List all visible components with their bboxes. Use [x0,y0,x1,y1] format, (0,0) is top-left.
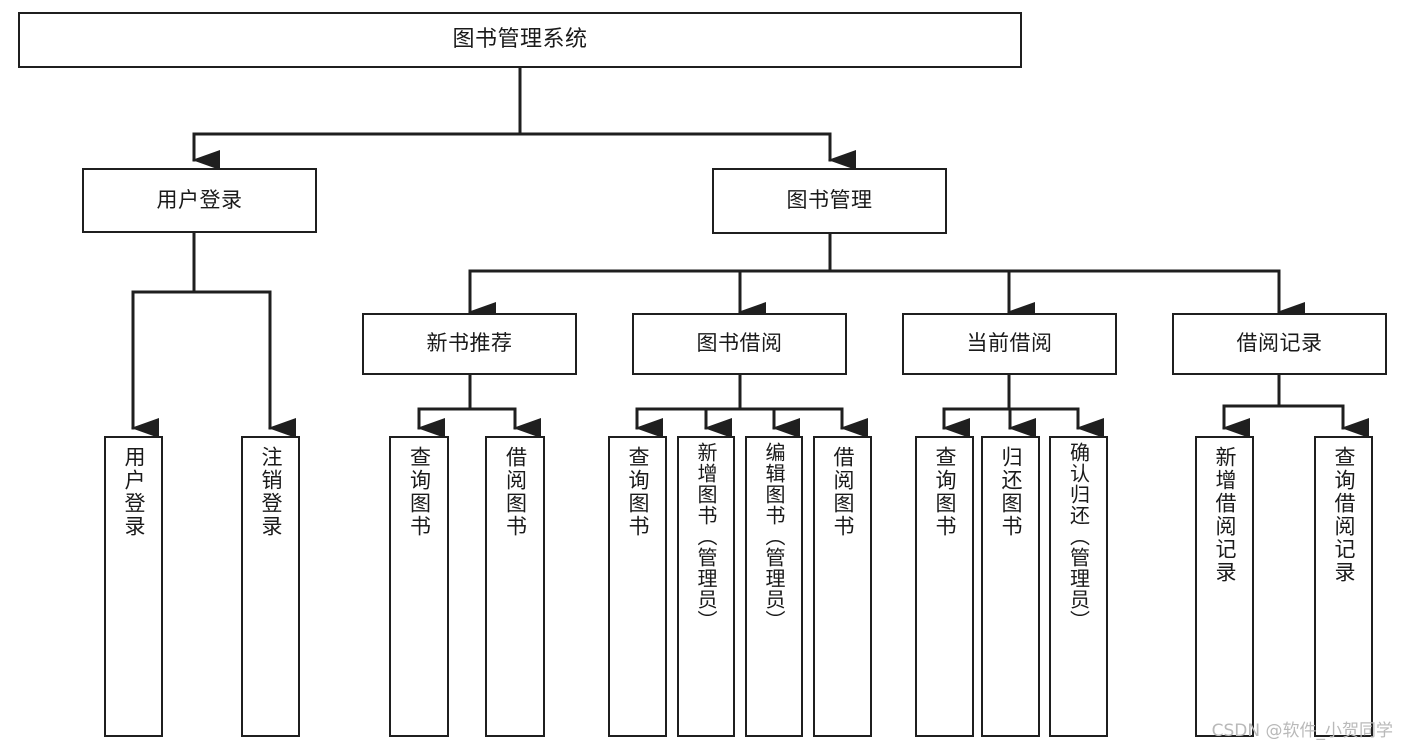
node-leaf-add-book[interactable]: 新增图书（管理员） [677,436,735,737]
node-leaf-borrow-book-1[interactable]: 借阅图书 [485,436,545,737]
node-leaf-query-book-2[interactable]: 查询图书 [608,436,667,737]
node-new-book-recommend-label: 新书推荐 [426,331,513,356]
node-new-book-recommend[interactable]: 新书推荐 [362,313,577,375]
node-leaf-logout-label: 注销登录 [259,446,283,538]
node-leaf-borrow-book-1-label: 借阅图书 [503,446,528,538]
node-current-borrow[interactable]: 当前借阅 [902,313,1117,375]
node-leaf-borrow-book-2[interactable]: 借阅图书 [813,436,872,737]
node-leaf-query-book-2-label: 查询图书 [626,446,650,538]
csdn-watermark: CSDN @软件_小贺同学 [1211,721,1393,741]
node-user-login[interactable]: 用户登录 [82,168,317,233]
node-leaf-query-book-3[interactable]: 查询图书 [915,436,974,737]
node-book-manage[interactable]: 图书管理 [712,168,947,234]
node-leaf-confirm-return-label: 确认归还（管理员） [1066,442,1091,631]
node-leaf-query-record[interactable]: 查询借阅记录 [1314,436,1373,737]
node-leaf-user-login[interactable]: 用户登录 [104,436,163,737]
node-root-label: 图书管理系统 [452,26,588,52]
node-leaf-return-book[interactable]: 归还图书 [981,436,1040,737]
node-book-borrow[interactable]: 图书借阅 [632,313,847,375]
node-leaf-return-book-label: 归还图书 [999,446,1023,538]
node-leaf-add-record-label: 新增借阅记录 [1213,446,1237,584]
node-leaf-logout[interactable]: 注销登录 [241,436,300,737]
node-leaf-user-login-label: 用户登录 [122,446,146,538]
node-leaf-add-record[interactable]: 新增借阅记录 [1195,436,1254,737]
node-root[interactable]: 图书管理系统 [18,12,1022,68]
node-leaf-confirm-return[interactable]: 确认归还（管理员） [1049,436,1108,737]
node-borrow-record-label: 借阅记录 [1236,331,1323,356]
node-leaf-query-book-3-label: 查询图书 [933,446,957,538]
node-current-borrow-label: 当前借阅 [966,331,1053,356]
node-leaf-query-book-1-label: 查询图书 [407,446,432,538]
node-user-login-label: 用户登录 [156,187,243,212]
node-leaf-borrow-book-2-label: 借阅图书 [831,446,855,538]
node-borrow-record[interactable]: 借阅记录 [1172,313,1387,375]
node-book-borrow-label: 图书借阅 [696,331,783,356]
node-leaf-edit-book-label: 编辑图书（管理员） [762,442,786,631]
node-leaf-query-book-1[interactable]: 查询图书 [389,436,449,737]
node-book-manage-label: 图书管理 [786,188,873,213]
node-leaf-query-record-label: 查询借阅记录 [1332,446,1356,584]
node-leaf-add-book-label: 新增图书（管理员） [694,442,718,631]
node-leaf-edit-book[interactable]: 编辑图书（管理员） [745,436,803,737]
